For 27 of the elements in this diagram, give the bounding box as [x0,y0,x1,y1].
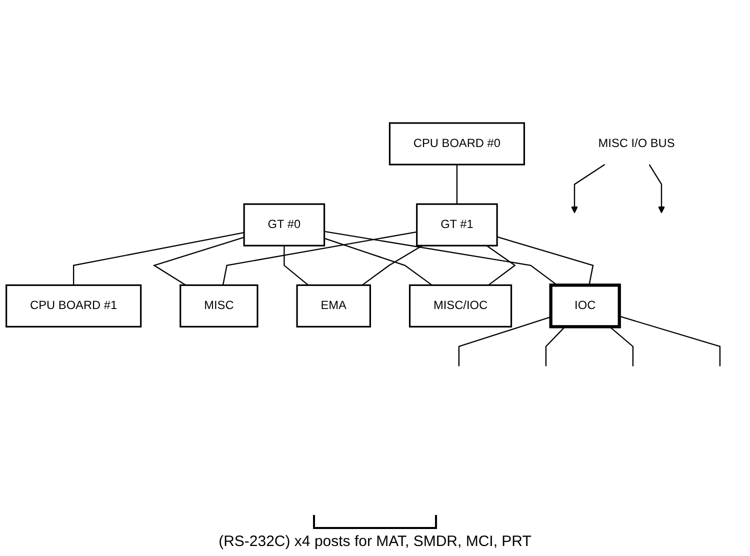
bus-line [72,232,244,286]
bus-line [496,236,594,286]
component-box: MISC [180,284,258,328]
bus-line [486,245,516,286]
port-note: (RS-232C) x4 posts for MAT, SMDR, MCI, PRT [218,533,532,550]
bus-line [152,236,244,286]
bus-line [222,231,417,286]
component-box: EMA [296,284,371,328]
bus-line [324,230,558,286]
leader-arrow [571,164,606,214]
component-box: GT #0 [243,203,326,246]
connector-bracket [313,515,437,529]
component-box: MISC/IOC [408,284,512,328]
bus-line [324,238,432,286]
component-box: GT #1 [416,203,498,246]
component-box: IOC [549,284,621,328]
post-line [619,316,721,366]
bus-line [284,246,309,286]
component-box: CPU BOARD #1 [6,284,142,328]
bus-label: MISC I/O BUS [598,136,675,150]
leader-arrow [648,164,665,214]
bus-line [362,245,423,286]
post-line [545,326,566,366]
component-box: CPU BOARD #0 [388,122,525,166]
post-line [609,326,634,366]
post-line [458,316,551,366]
bus-line [456,164,458,204]
